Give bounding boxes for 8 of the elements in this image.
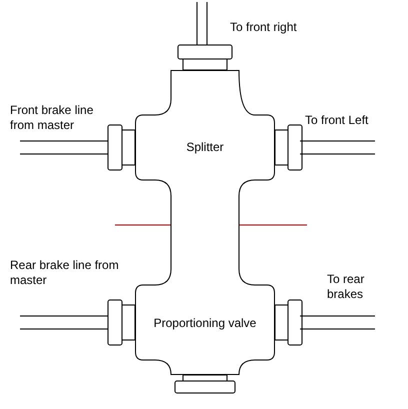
pipe-label: To front right <box>230 20 297 35</box>
pipe-label: To front Left <box>305 113 368 128</box>
pipe-label: Front brake line from master <box>10 103 94 133</box>
pipe-label: To rear brakes <box>327 272 366 302</box>
pipe-label: Rear brake line from master <box>10 258 120 288</box>
component-label: Splitter <box>185 140 225 154</box>
valve-body <box>135 70 275 375</box>
component-label: Proportioning valve <box>152 316 258 330</box>
